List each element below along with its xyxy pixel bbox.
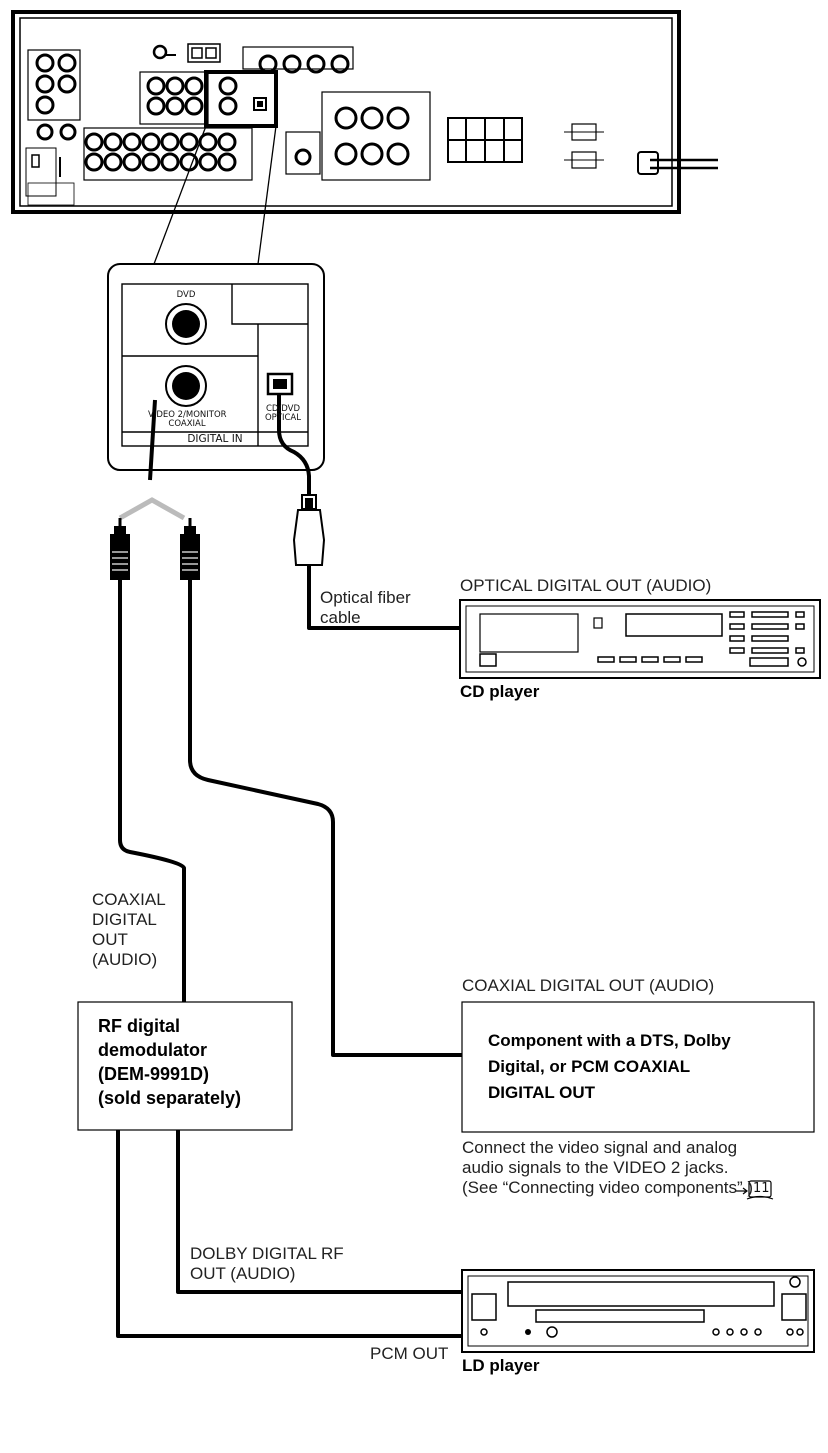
rf-out-label-line2: OUT (AUDIO)	[190, 1264, 296, 1283]
optical-cable-label-line1: Optical fiber	[320, 588, 411, 607]
optical-cable-label-line2: cable	[320, 608, 361, 627]
ld-player-icon	[461, 1269, 815, 1353]
demodulator-text-line4: (sold separately)	[98, 1088, 242, 1108]
receiver-rear-panel	[11, 10, 718, 214]
cddvd-jack-label: CD/DVD	[265, 404, 301, 414]
digital-in-panel	[107, 263, 325, 471]
digital-in-label: DIGITAL IN	[187, 433, 243, 445]
cables	[116, 394, 462, 1338]
cd-player-label: CD player	[460, 682, 540, 701]
coax-out-label-line2: DIGITAL	[92, 910, 157, 929]
pcm-out-label: PCM OUT	[370, 1344, 449, 1363]
video-note-line1: Connect the video signal and analog	[462, 1138, 738, 1157]
coax-out-label-line1: COAXIAL	[92, 890, 166, 909]
demodulator-text-line1: RF digital	[98, 1016, 180, 1036]
demodulator-text-line3: (DEM-9991D)	[98, 1064, 210, 1084]
video-note-line3: (See “Connecting video components”.)	[462, 1178, 754, 1197]
dvd-jack-label: DVD	[176, 290, 196, 300]
optical-plug	[292, 494, 326, 566]
page-ref-icon	[736, 1180, 774, 1200]
component-text-line1: Component with a DTS, Dolby	[488, 1031, 731, 1050]
video-note-line2: audio signals to the VIDEO 2 jacks.	[462, 1158, 729, 1177]
cable-optical-from-panel	[277, 394, 311, 495]
ld-player-label: LD player	[462, 1356, 540, 1375]
page-ref-number: 11	[753, 1181, 770, 1196]
cable-rf-out	[176, 1130, 462, 1294]
rca-plug-left	[110, 518, 130, 580]
coax-out-label-line3: OUT	[92, 930, 128, 949]
component-box	[461, 1001, 815, 1133]
cd-player-icon	[459, 599, 821, 679]
cable-coaxial-demod	[118, 580, 186, 1002]
splitter-wedge	[118, 497, 186, 521]
component-text-line2: Digital, or PCM COAXIAL	[488, 1057, 691, 1076]
cable-coaxial-component	[188, 580, 462, 1057]
coaxial-jack-label: COAXIAL	[168, 419, 206, 429]
optical-jack-label: OPTICAL	[264, 413, 301, 423]
video2-jack-label: VIDEO 2/MONITOR	[148, 410, 227, 420]
cable-to-demodulator	[148, 399, 157, 481]
cable-pcm-out	[116, 1130, 462, 1338]
cable-optical-to-cd	[307, 565, 460, 630]
coaxial-digital-out-label: COAXIAL DIGITAL OUT (AUDIO)	[462, 976, 715, 995]
optical-digital-out-label: OPTICAL DIGITAL OUT (AUDIO)	[460, 576, 712, 595]
demodulator-box	[77, 1001, 293, 1131]
coax-out-label-line4: (AUDIO)	[92, 950, 158, 969]
zoom-callout	[153, 125, 277, 265]
demodulator-text-line2: demodulator	[98, 1040, 208, 1060]
rca-plug-right	[180, 518, 200, 580]
component-text-line3: DIGITAL OUT	[488, 1083, 596, 1102]
rf-out-label-line1: DOLBY DIGITAL RF	[190, 1244, 344, 1263]
